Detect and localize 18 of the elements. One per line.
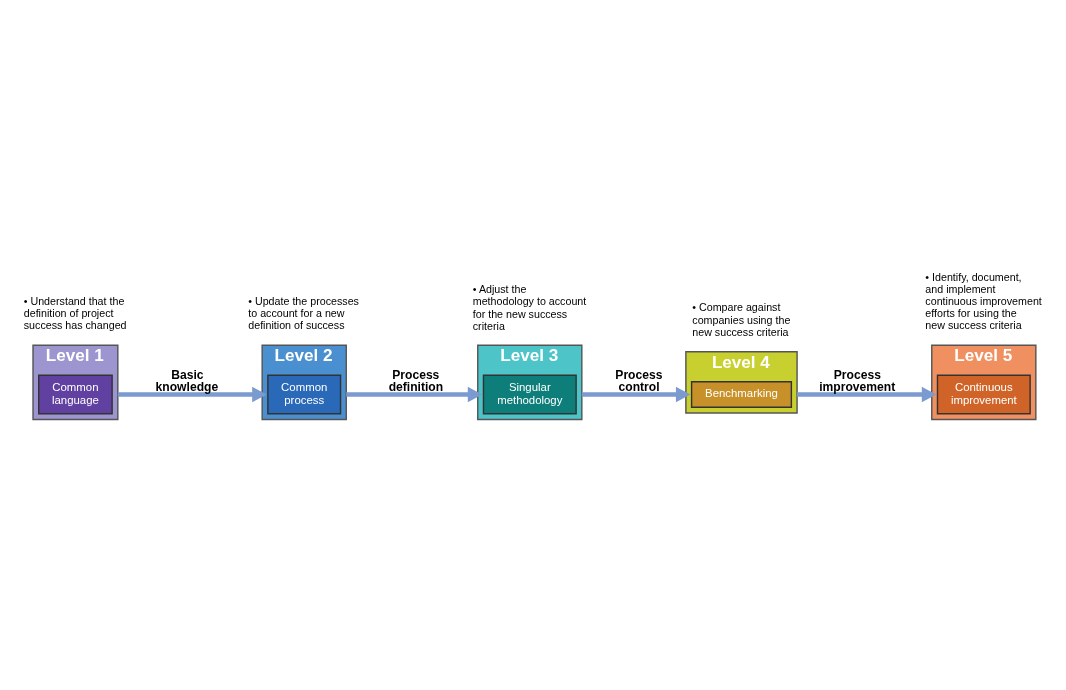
node-box: Common language: [38, 374, 113, 414]
arrow: [797, 386, 937, 402]
edge-label: Process improvement: [819, 367, 896, 394]
edge-label: Basic knowledge: [155, 367, 219, 394]
arrow: [346, 386, 483, 402]
node-label: • Compare against companies using the new success criteria: [692, 300, 791, 338]
edge-label: Process definition: [388, 367, 444, 394]
node-label: • Adjust the methodology to account for the new success criteria: [472, 282, 587, 332]
node-label: • Identify, document, and implement continuous improvement efforts for using the new success criteria: [925, 270, 1042, 331]
node-box: Common process: [267, 374, 342, 414]
node-box: Continuous improvement: [936, 374, 1031, 414]
arrow: [581, 386, 691, 402]
arrow: [117, 386, 267, 402]
node-box: Singular methodology: [482, 374, 577, 414]
edge-label: Process control: [615, 367, 663, 394]
node-box: Benchmarking: [690, 380, 793, 408]
node-label: • Understand that the definition of project success has changed: [23, 294, 127, 331]
node-label: • Update the processes to account for a new definition of success: [248, 294, 359, 331]
